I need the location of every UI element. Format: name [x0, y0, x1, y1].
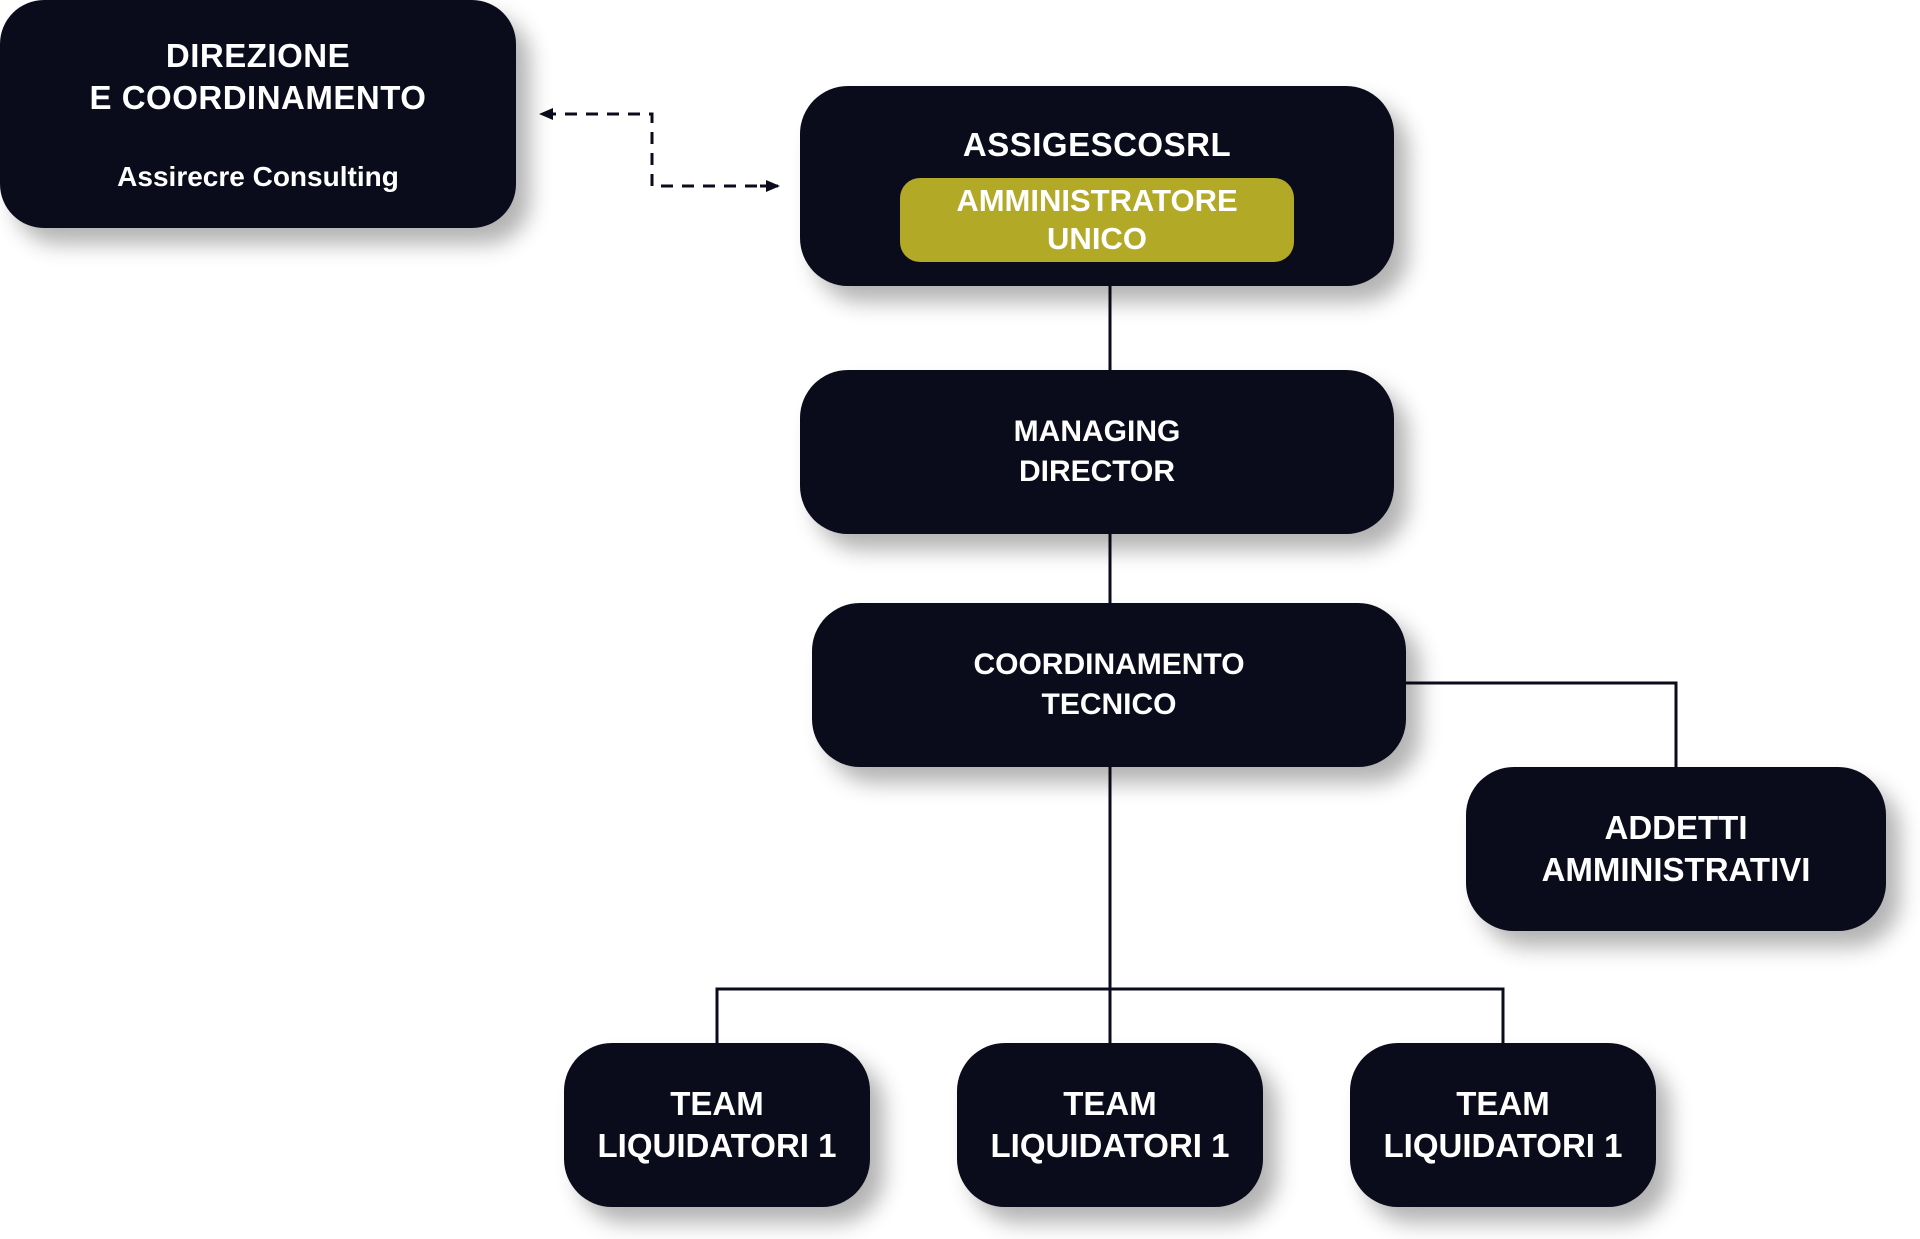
amministratore-unico-badge: AMMINISTRATORE UNICO	[900, 178, 1294, 262]
assigesco-title: ASSIGESCOSRL	[962, 126, 1232, 163]
team-line2: LIQUIDATORI 1	[990, 1127, 1230, 1164]
team-line1: TEAM	[1063, 1085, 1157, 1122]
dashed-link-direzione-assigesco	[539, 108, 778, 188]
managing-director-box: MANAGING DIRECTOR	[800, 370, 1394, 534]
connector-teams-bus	[715, 987, 1505, 1043]
direzione-subtitle: Assirecre Consulting	[117, 161, 399, 192]
team-liquidatori-box: TEAM LIQUIDATORI 1	[564, 1043, 870, 1207]
amministratore-badge-line2: UNICO	[1047, 221, 1147, 256]
team-line2: LIQUIDATORI 1	[1383, 1127, 1623, 1164]
connector-coordinamento-addetti	[1406, 681, 1678, 767]
addetti-amministrativi-box: ADDETTI AMMINISTRATIVI	[1466, 767, 1886, 931]
coordinamento-line1: COORDINAMENTO	[973, 648, 1245, 681]
team-liquidatori-box: TEAM LIQUIDATORI 1	[1350, 1043, 1656, 1207]
direzione-title-line1: DIREZIONE	[165, 37, 351, 74]
direzione-coordinamento-box: DIREZIONE E COORDINAMENTO Assirecre Cons…	[0, 0, 516, 228]
team-line1: TEAM	[670, 1085, 764, 1122]
team-line1: TEAM	[1456, 1085, 1550, 1122]
team-line2: LIQUIDATORI 1	[597, 1127, 837, 1164]
team-liquidatori-box: TEAM LIQUIDATORI 1	[957, 1043, 1263, 1207]
managing-line2: DIRECTOR	[1018, 455, 1176, 488]
amministratore-badge-line1: AMMINISTRATORE	[956, 183, 1238, 218]
coordinamento-tecnico-box: COORDINAMENTO TECNICO	[812, 603, 1406, 767]
assigesco-box: ASSIGESCOSRL AMMINISTRATORE UNICO	[800, 86, 1394, 286]
addetti-line1: ADDETTI	[1604, 809, 1748, 846]
managing-line1: MANAGING	[1013, 415, 1181, 448]
coordinamento-line2: TECNICO	[1041, 688, 1177, 721]
direzione-title-line2: E COORDINAMENTO	[89, 79, 427, 116]
addetti-line2: AMMINISTRATIVI	[1541, 851, 1811, 888]
